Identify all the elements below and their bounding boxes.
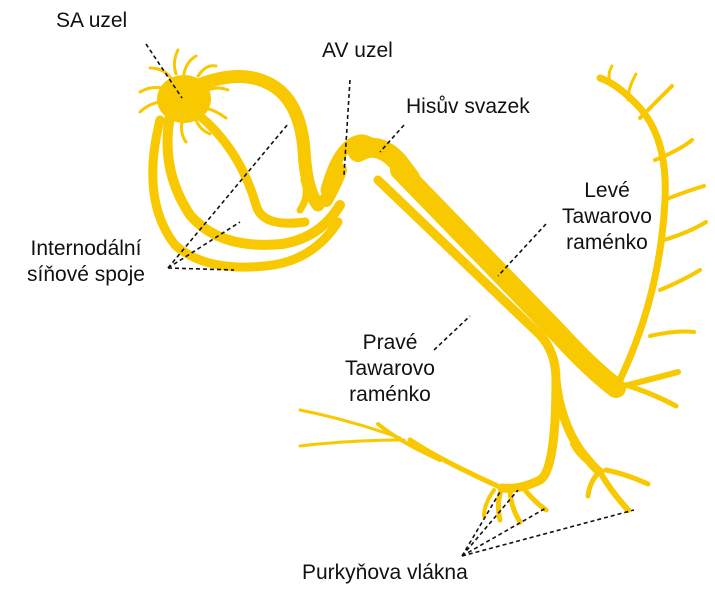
label-internodal-line-1: Internodální (30, 237, 142, 260)
leader-sa-node (145, 43, 183, 99)
label-left-branch: Levé Tawarovo raménko (542, 178, 672, 256)
purkinje-fibers (482, 442, 651, 525)
left-bundle-branch (390, 64, 708, 409)
leader-av-node (343, 79, 351, 176)
label-left-branch-line-3: raménko (566, 231, 648, 254)
leader-purkinje-4 (461, 509, 635, 557)
label-left-branch-line-2: Tawarovo (562, 205, 652, 228)
label-purkinje: Purkyňova vlákna (302, 561, 468, 584)
label-internodal-line-2: síňové spoje (27, 263, 145, 286)
label-right-branch-line-3: raménko (349, 383, 431, 406)
leader-purkinje-1 (461, 491, 501, 557)
label-right-branch-line-1: Pravé (362, 331, 418, 354)
leader-purkinje-3 (461, 507, 547, 557)
label-internodal: Internodální síňové spoje (12, 236, 160, 288)
internodal-pathways (148, 69, 345, 272)
leader-purkinje-2 (461, 489, 519, 557)
label-sa-node: SA uzel (56, 9, 128, 32)
leader-internodal-2 (167, 221, 241, 269)
leader-left-branch (497, 223, 547, 277)
leader-his-bundle (379, 124, 405, 153)
label-his-bundle: Hisův svazek (406, 95, 530, 118)
leader-lines (145, 43, 635, 557)
label-right-branch: Pravé Tawarovo raménko (322, 330, 458, 408)
label-left-branch-line-1: Levé (584, 179, 630, 202)
leader-right-branch (433, 315, 471, 351)
conduction-pathways (138, 48, 708, 525)
leader-internodal-1 (167, 123, 289, 269)
label-right-branch-line-2: Tawarovo (345, 357, 435, 380)
label-av-node: AV uzel (322, 39, 393, 62)
